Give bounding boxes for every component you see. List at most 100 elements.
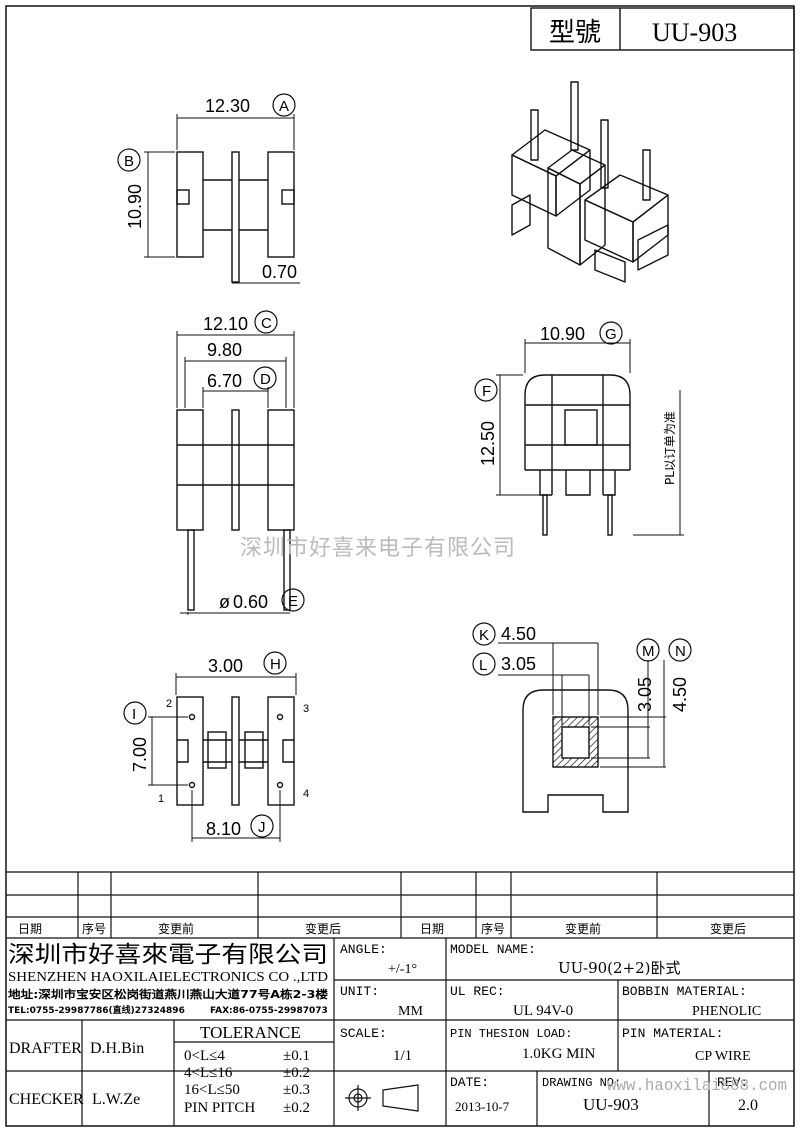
- date-label: DATE:: [450, 1075, 489, 1090]
- dim-e-value: 0.60: [233, 592, 268, 612]
- pin-3-label: 3: [303, 703, 309, 715]
- rev-header-date-1: 日期: [18, 922, 42, 936]
- checker-value: L.W.Ze: [92, 1091, 140, 1108]
- pin-load-label: PIN THESION LOAD:: [450, 1027, 572, 1041]
- checker-label: CHECKER: [9, 1091, 84, 1108]
- view-side: [176, 331, 295, 615]
- rev-header-no-2: 序号: [481, 921, 505, 936]
- tol-range-4: PIN PITCH: [184, 1100, 255, 1116]
- dim-f-marker: [474, 378, 498, 402]
- view-front-top: [144, 114, 300, 284]
- dim-f-letter: F: [482, 383, 491, 400]
- dim-g-value: 10.90: [540, 324, 585, 344]
- rev-header-after-2: 变更后: [710, 921, 746, 936]
- dim-e-prefix: ø: [219, 592, 230, 612]
- pin-mat-value: CP WIRE: [695, 1049, 751, 1064]
- date-value: 2013-10-7: [455, 1099, 510, 1114]
- dim-j-letter: J: [258, 819, 266, 836]
- company-fax: FAX:86-0755-29987073: [210, 1006, 328, 1016]
- unit-label: UNIT:: [340, 984, 379, 999]
- bobbin-value: PHENOLIC: [692, 1004, 761, 1019]
- revision-table: [6, 871, 794, 939]
- dim-980-value: 9.80: [207, 340, 242, 360]
- dim-l-value: 3.05: [501, 654, 536, 674]
- dim-n-marker: [668, 638, 692, 662]
- rev-value: 2.0: [738, 1097, 758, 1114]
- title-block-grid: [6, 938, 794, 1126]
- model-name-label: MODEL NAME:: [450, 942, 536, 957]
- dim-d-letter: D: [260, 371, 271, 388]
- ul-value: UL 94V-0: [513, 1003, 573, 1019]
- dim-l-marker: [472, 652, 496, 676]
- rev-header-date-2: 日期: [420, 922, 444, 936]
- rev-header-after-1: 变更后: [305, 921, 341, 936]
- drafter-label: DRAFTER: [9, 1040, 82, 1057]
- dim-a-letter: A: [279, 98, 289, 115]
- tolerance-label: TOLERANCE: [200, 1023, 301, 1042]
- angle-label: ANGLE:: [340, 942, 387, 957]
- drawing-value: UU-903: [583, 1095, 639, 1114]
- tol-value-4: ±0.2: [283, 1100, 310, 1116]
- dim-k-letter: K: [479, 627, 489, 644]
- dim-b-marker: [117, 148, 141, 172]
- view-bottom: [148, 673, 297, 842]
- company-tel: TEL:0755-29987786(直线)27324896: [8, 1004, 185, 1016]
- dim-m-letter: M: [642, 643, 655, 660]
- company-name-cn: 深圳市好喜來電子有限公司: [8, 942, 328, 968]
- dim-k-marker: [472, 622, 496, 646]
- model-value: UU-903: [652, 18, 737, 47]
- dim-b-value: 10.90: [125, 184, 145, 229]
- dim-h-letter: H: [270, 656, 281, 673]
- dim-h-value: 3.00: [208, 656, 243, 676]
- view-isometric: [511, 81, 669, 283]
- tol-range-1: 0<L≤4: [184, 1048, 225, 1064]
- drafter-value: D.H.Bin: [90, 1040, 144, 1057]
- dim-j-marker: [250, 814, 274, 838]
- view-end: [496, 339, 684, 536]
- ul-label: UL REC:: [450, 984, 505, 999]
- dim-a-marker: [272, 93, 296, 117]
- company-address: 地址:深圳市宝安区松岗街道燕川燕山大道77号A栋2-3楼: [8, 987, 328, 1001]
- dim-m-value: 3.05: [635, 677, 655, 712]
- dim-a-value: 12.30: [205, 96, 250, 116]
- angle-value: +/-1°: [388, 962, 417, 977]
- view-section: [498, 642, 666, 813]
- model-label: 型號: [549, 18, 601, 48]
- dim-n-letter: N: [675, 643, 686, 660]
- dim-b-letter: B: [124, 153, 134, 170]
- dim-c-marker: [254, 310, 278, 334]
- rev-header-no-1: 序号: [82, 921, 106, 936]
- unit-value: MM: [398, 1004, 423, 1019]
- pin-2-label: 2: [166, 698, 172, 710]
- dim-e-letter: E: [288, 593, 298, 610]
- projection-symbol-icon: [345, 1084, 419, 1112]
- scale-value: 1/1: [393, 1048, 412, 1064]
- sheet-border: [5, 5, 795, 1127]
- model-header: 型號 UU-903: [530, 7, 795, 51]
- pin-mat-label: PIN MATERIAL:: [622, 1026, 723, 1041]
- tol-value-1: ±0.1: [283, 1048, 310, 1064]
- scale-label: SCALE:: [340, 1026, 387, 1041]
- dim-d-value: 6.70: [207, 371, 242, 391]
- dim-i-value: 7.00: [130, 737, 150, 772]
- pl-note: PL以订单为准: [663, 411, 677, 485]
- dim-e-marker: [281, 588, 305, 612]
- dim-i-letter: I: [132, 706, 136, 723]
- dim-f-value: 12.50: [478, 421, 498, 466]
- dim-l-letter: L: [479, 657, 487, 674]
- dim-h-marker: [263, 651, 287, 675]
- pin-load-value: 1.0KG MIN: [522, 1046, 595, 1062]
- pin-4-label: 4: [303, 788, 309, 800]
- site-watermark: www.haoxilai888.com: [607, 1077, 787, 1096]
- watermark-text: 深圳市好喜来电子有限公司: [240, 535, 517, 560]
- company-name-en: SHENZHEN HAOXILAIELECTRONICS CO .,LTD: [8, 970, 328, 985]
- dim-c-value: 12.10: [203, 314, 248, 334]
- dim-n-value: 4.50: [670, 677, 690, 712]
- tol-value-3: ±0.3: [283, 1082, 310, 1098]
- pin-1-label: 1: [158, 793, 164, 805]
- dim-m-marker: [636, 638, 660, 662]
- dim-pin-thickness: 0.70: [262, 262, 297, 282]
- tol-range-2: 4<L≤16: [184, 1065, 233, 1081]
- model-name-value: UU-90(2+2)卧式: [558, 959, 681, 977]
- rev-header-before-2: 变更前: [565, 921, 601, 936]
